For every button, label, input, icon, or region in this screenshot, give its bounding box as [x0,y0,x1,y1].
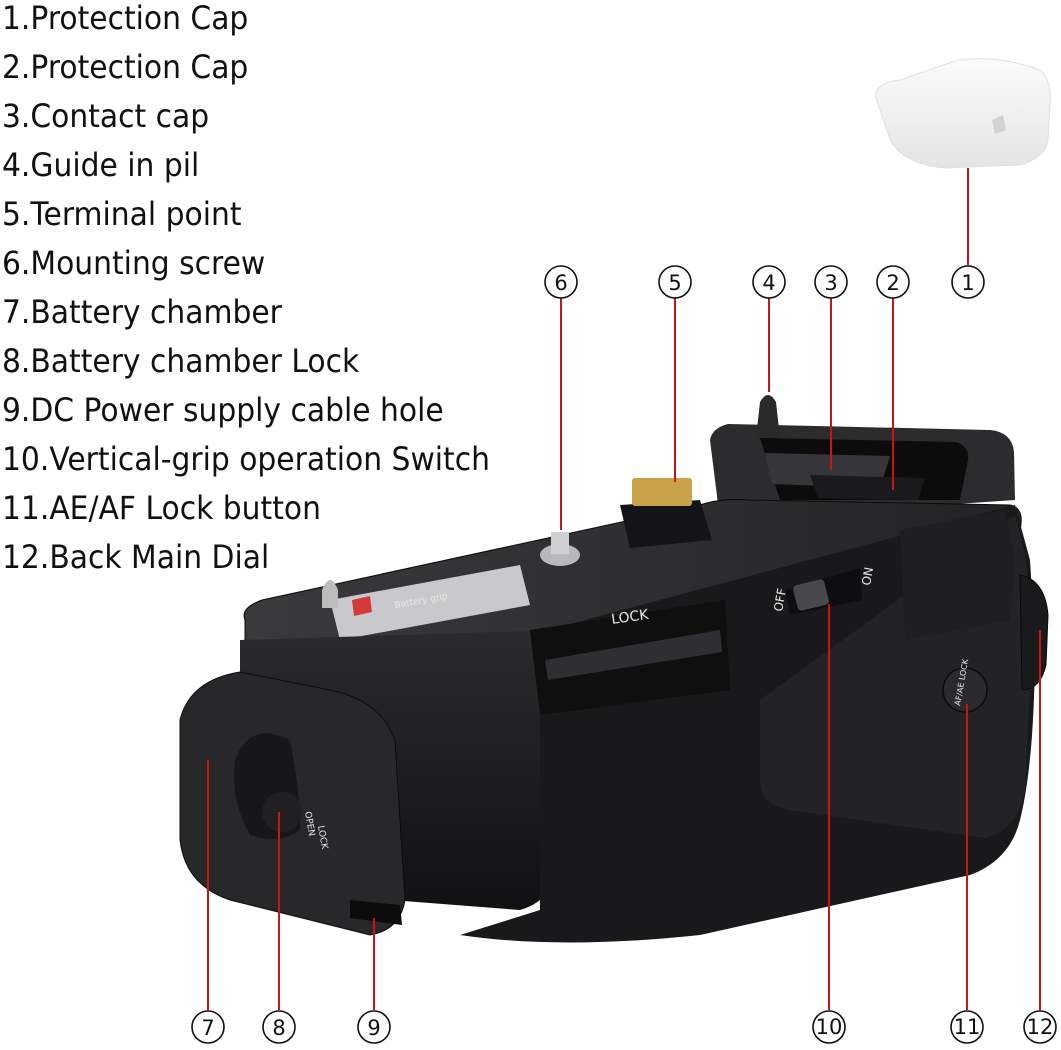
legend-item-5: 5.Terminal point [2,195,242,233]
svg-text:11: 11 [954,1015,981,1039]
operation-switch-knob [793,579,829,611]
door-open-label: OPEN [302,811,316,837]
svg-text:10: 10 [816,1015,843,1039]
legend-list: 1.Protection Cap 2.Protection Cap 3.Cont… [2,0,527,588]
terminal-point-contacts [632,478,692,506]
svg-text:6: 6 [554,271,567,295]
svg-text:2: 2 [886,271,899,295]
callout-9: 9 [357,1010,391,1044]
legend-item-1: 1.Protection Cap [2,0,249,37]
switch-off-label: OFF [771,587,789,612]
legend-item-10: 10.Vertical-grip operation Switch [2,440,490,478]
callout-6: 6 [544,265,578,299]
callout-12: 12 [1023,1010,1057,1044]
protection-cap-1 [874,58,1051,169]
svg-text:1: 1 [961,271,974,295]
legend-item-8: 8.Battery chamber Lock [2,342,360,380]
callout-4: 4 [752,265,786,299]
callout-2: 2 [876,265,910,299]
callout-8: 8 [262,1010,296,1044]
callout-7: 7 [191,1010,225,1044]
svg-text:3: 3 [824,271,837,295]
legend-item-12: 12.Back Main Dial [2,538,270,576]
legend-item-6: 6.Mounting screw [2,244,266,282]
legend-item-9: 9.DC Power supply cable hole [2,391,444,429]
legend-item-2: 2.Protection Cap [2,48,249,86]
callout-1: 1 [951,265,985,299]
callout-10: 10 [812,1010,846,1044]
legend-item-3: 3.Contact cap [2,97,210,135]
svg-text:8: 8 [272,1016,285,1040]
svg-text:4: 4 [762,271,775,295]
svg-text:12: 12 [1027,1015,1054,1039]
callout-3: 3 [814,265,848,299]
lock-slider [545,630,722,680]
battery-grip-body: Battery grip [179,395,1049,943]
callout-5: 5 [658,265,692,299]
legend-item-4: 4.Guide in pil [2,146,200,184]
door-lock-label: LOCK [315,825,329,851]
svg-text:5: 5 [668,271,681,295]
leader-lines [207,168,1041,1010]
aeaf-lock-button [942,667,988,713]
svg-text:9: 9 [367,1016,380,1040]
lock-slider-label: LOCK [610,607,650,628]
legend-item-7: 7.Battery chamber [2,293,282,331]
legend-item-11: 11.AE/AF Lock button [2,489,321,527]
svg-text:7: 7 [201,1016,214,1040]
callout-11: 11 [950,1010,984,1044]
switch-on-label: ON [859,566,876,587]
